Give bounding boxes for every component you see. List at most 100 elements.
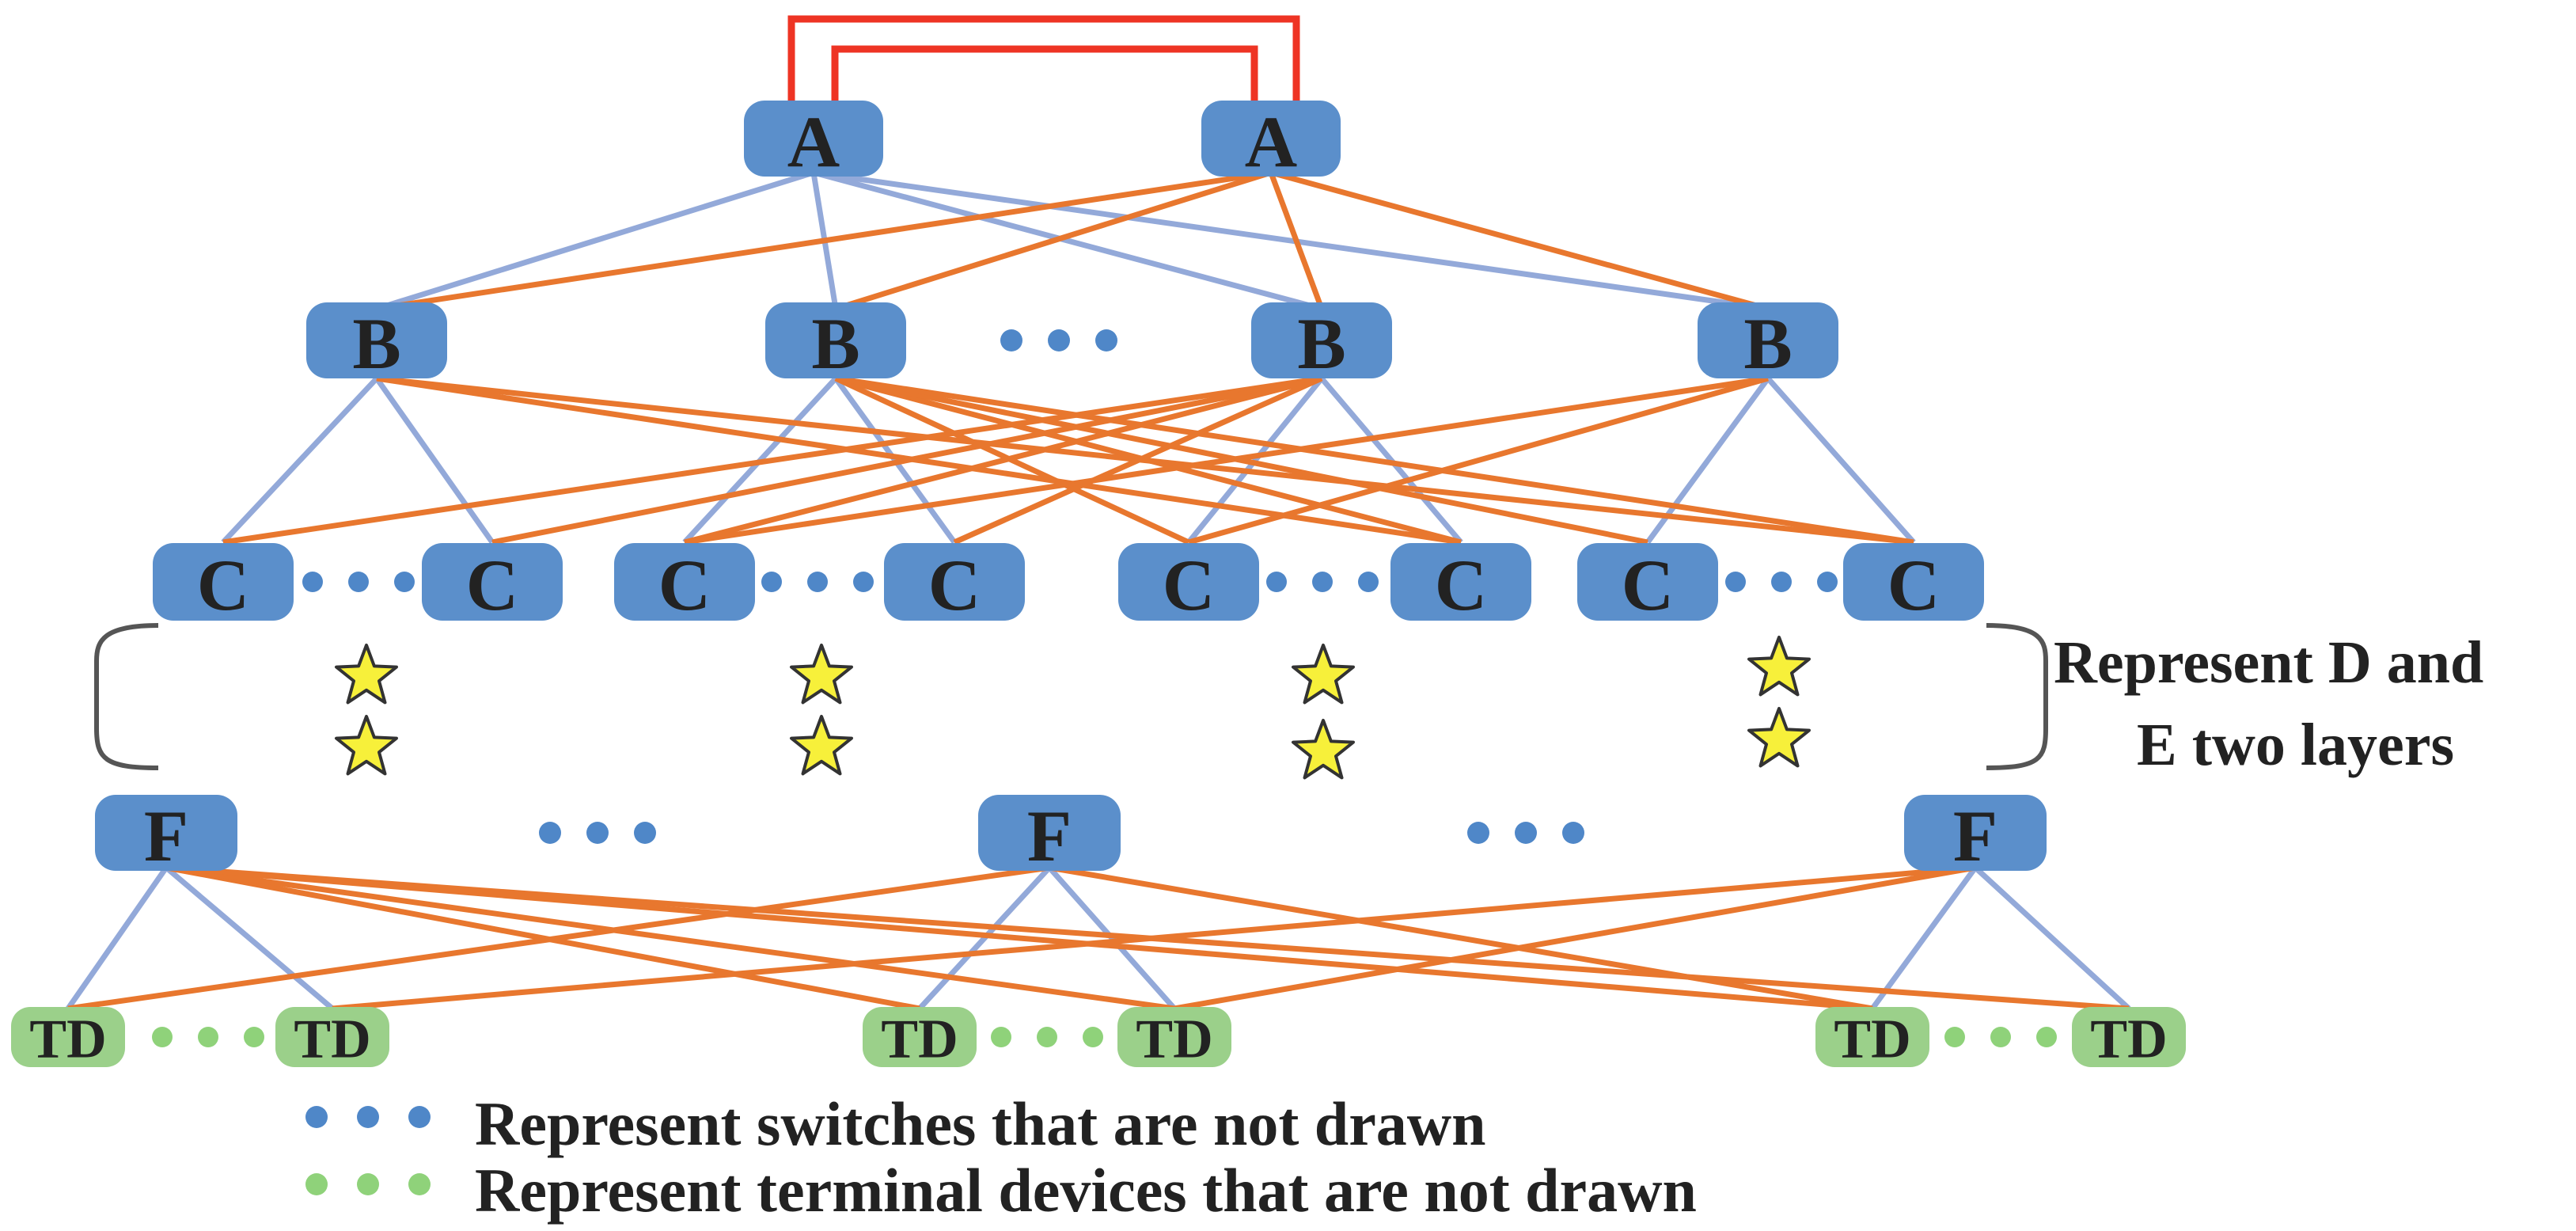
switch-a-2-label: A	[1245, 101, 1297, 182]
terminal-td-3-label: TD	[881, 1009, 958, 1070]
backup-link-f1-td1	[66, 865, 169, 1011]
switch-c-8-box	[1843, 543, 1984, 621]
more-switches-f-dots-2	[1467, 822, 1584, 844]
terminal-td-6: TD	[2072, 1007, 2186, 1070]
switch-c-6-label: C	[1435, 545, 1487, 625]
terminal-td-1: TD	[11, 1007, 125, 1070]
more-terminals-dots-3	[1944, 1027, 2057, 1047]
terminal-td-3-box	[863, 1007, 977, 1067]
more-terminals-dots-1	[152, 1027, 264, 1047]
star-icon	[1747, 707, 1811, 768]
switch-c-6: C	[1390, 543, 1531, 625]
switch-a-2-box	[1201, 101, 1341, 177]
ellipsis-dots-layer	[152, 329, 2057, 1047]
switch-c-2-label: C	[466, 545, 518, 625]
terminal-td-2-box	[275, 1007, 389, 1067]
more-switches-c-dots-2	[761, 572, 874, 592]
switch-b-1: B	[306, 302, 447, 384]
switch-a-1-label: A	[787, 101, 840, 182]
star-icon	[1292, 719, 1355, 780]
switch-a-1-box	[744, 101, 883, 177]
switch-c-7-box	[1577, 543, 1718, 621]
primary-link-b2-c6	[835, 375, 1462, 545]
legend-switches-dots	[305, 1106, 431, 1128]
terminal-td-4-box	[1117, 1007, 1231, 1067]
star-icon	[790, 715, 853, 776]
switch-b-1-box	[306, 302, 447, 378]
primary-link-a2-b3	[1268, 171, 1325, 310]
backup-link-b1-c2	[374, 376, 495, 545]
legend-switches-text: Represent switches that are not drawn	[475, 1089, 1486, 1158]
primary-link-b3-c1	[222, 375, 1322, 545]
switch-b-2-box	[765, 302, 906, 378]
switch-c-8: C	[1843, 543, 1984, 625]
more-switches-c-dots-4	[1725, 572, 1838, 592]
more-switches-c-dots-1	[302, 572, 415, 592]
legend-terminals-text: Represent terminal devices that are not …	[475, 1156, 1697, 1225]
switch-c-2-box	[422, 543, 563, 621]
primary-link-f2-td1	[67, 864, 1050, 1012]
legend-terminals-dots	[305, 1173, 431, 1195]
switch-c-4-label: C	[928, 545, 981, 625]
switch-c-1-box	[153, 543, 294, 621]
switch-f-3: F	[1904, 795, 2047, 876]
switch-c-4-box	[884, 543, 1025, 621]
primary-link-b4-c5	[1188, 375, 1769, 545]
more-switches-b-dots	[1000, 329, 1117, 351]
stars-layer	[335, 636, 1811, 780]
switch-c-8-label: C	[1887, 545, 1940, 625]
switch-f-3-label: F	[1953, 796, 1997, 876]
switch-c-5-box	[1118, 543, 1259, 621]
backup-link-f2-td3	[917, 865, 1052, 1011]
switch-b-4-label: B	[1743, 303, 1792, 384]
backup-link-a1-b1	[375, 169, 815, 312]
terminal-td-4: TD	[1117, 1007, 1231, 1070]
right-brace	[1986, 623, 2048, 770]
primary-link-a2-b1	[376, 169, 1272, 312]
primary-link-f3-td4	[1174, 864, 1976, 1012]
backup-link-b1-c1	[221, 376, 379, 545]
star-icon	[335, 715, 398, 776]
switch-b-1-label: B	[352, 303, 400, 384]
switch-f-2: F	[978, 795, 1121, 876]
star-icon	[335, 644, 398, 705]
switch-a-1: A	[744, 101, 883, 182]
backup-link-f1-td2	[164, 865, 335, 1011]
switch-c-3: C	[614, 543, 755, 625]
annotation-line-1: Represent D and	[2054, 629, 2483, 696]
more-switches-c-dots-3	[1266, 572, 1379, 592]
switch-b-2: B	[765, 302, 906, 384]
terminal-td-3: TD	[863, 1007, 977, 1070]
switch-b-4: B	[1698, 302, 1838, 384]
backup-link-a1-b4	[813, 169, 1769, 312]
switch-f-1: F	[95, 795, 237, 876]
terminal-td-2: TD	[275, 1007, 389, 1070]
layers-annotation: Represent D and E two layers	[94, 623, 2483, 778]
backup-link-f3-td6	[1973, 865, 2131, 1011]
primary-link-b3-c2	[491, 375, 1322, 545]
primary-link-a2-b4	[1270, 169, 1769, 312]
legend: Represent switches that are not drawn Re…	[305, 1089, 1697, 1225]
switch-c-1: C	[153, 543, 294, 625]
primary-link-b4-c3	[684, 375, 1769, 545]
switch-f-3-box	[1904, 795, 2047, 871]
primary-link-f1-td5	[165, 864, 1873, 1012]
switch-b-3-box	[1251, 302, 1392, 378]
backup-link-a1-b3	[813, 169, 1322, 312]
switch-f-2-box	[978, 795, 1121, 871]
switch-c-3-label: C	[658, 545, 711, 625]
switch-c-6-box	[1390, 543, 1531, 621]
switch-c-1-label: C	[197, 545, 249, 625]
primary-link-b3-c4	[953, 375, 1323, 545]
switch-f-1-label: F	[144, 796, 188, 876]
terminal-td-1-box	[11, 1007, 125, 1067]
primary-link-a2-b2	[834, 169, 1273, 312]
links-layer	[66, 15, 2131, 1012]
switch-b-3: B	[1251, 302, 1392, 384]
switch-b-3-label: B	[1297, 303, 1345, 384]
switch-c-5-label: C	[1163, 545, 1215, 625]
switch-f-1-box	[95, 795, 237, 871]
primary-link-f2-td5	[1049, 864, 1873, 1012]
